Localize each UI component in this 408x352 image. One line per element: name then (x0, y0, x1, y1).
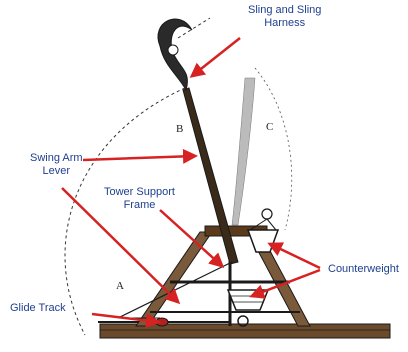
label-swing-arm: Swing Arm Lever (30, 152, 83, 178)
label-counterweight: Counterweight (328, 263, 399, 276)
counterweight-upper (248, 230, 278, 252)
label-sling: Sling and Sling Harness (248, 4, 321, 30)
label-tower: Tower Support Frame (104, 186, 175, 212)
swing-arm-arrow (83, 156, 195, 160)
sling-arrow (192, 38, 240, 76)
label-glide-track: Glide Track (10, 302, 66, 315)
letter-b: B (176, 123, 183, 135)
letter-a: A (116, 280, 124, 292)
release-arc (255, 68, 292, 230)
sling-ball (168, 45, 178, 55)
sweep-shading (232, 78, 255, 225)
letter-c: C (266, 121, 273, 133)
